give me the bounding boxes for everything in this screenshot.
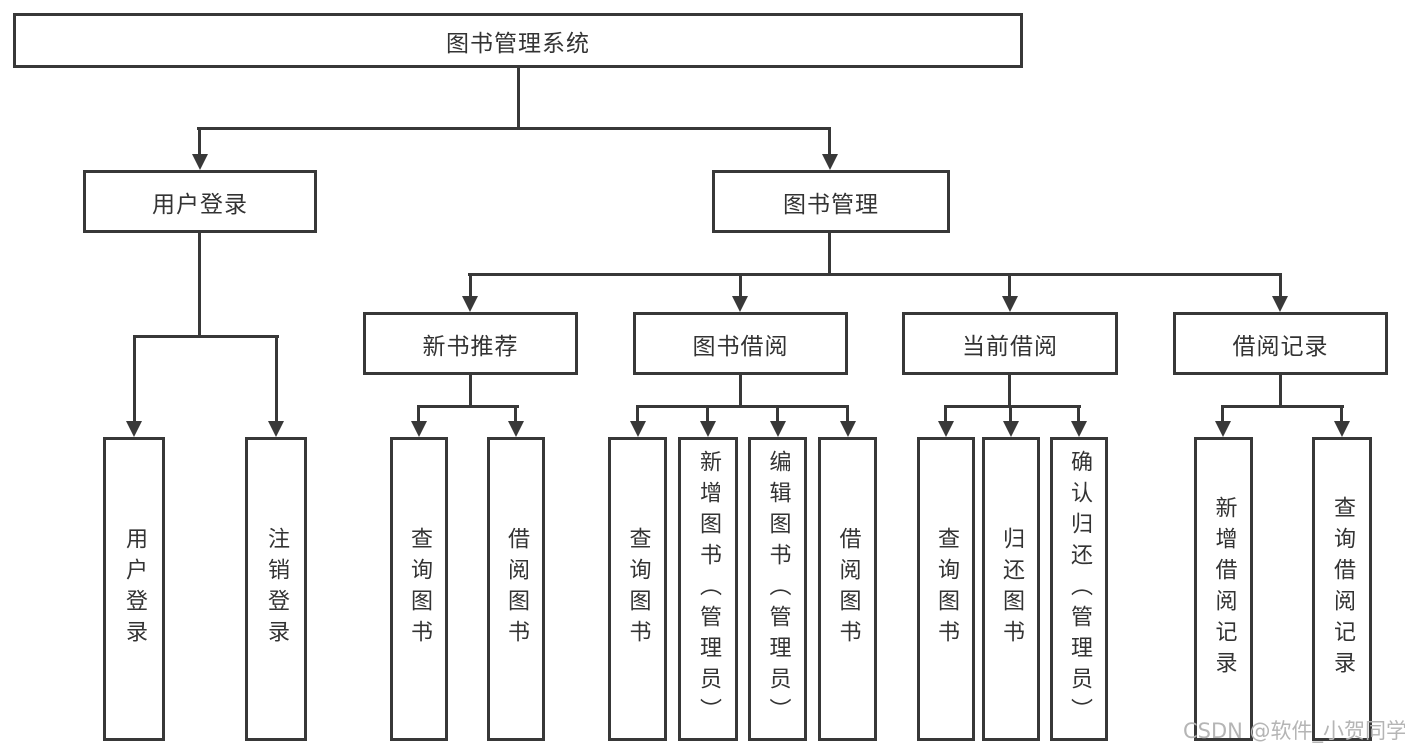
leaf-br-add-record: 新增借阅记录	[1194, 437, 1253, 741]
leaf-cb-query-books: 查询图书	[917, 437, 975, 741]
arrow-down-icon	[630, 421, 646, 437]
arrow-down-icon	[1215, 421, 1231, 437]
connector-line	[197, 127, 831, 130]
leaf-bb-query-books: 查询图书	[608, 437, 667, 741]
connector-line	[706, 405, 709, 421]
connector-line	[133, 335, 136, 421]
connector-line	[514, 405, 517, 421]
node-label: 归还图书	[999, 527, 1024, 651]
node-borrow-records: 借阅记录	[1173, 312, 1388, 375]
connector-line	[828, 127, 831, 154]
connector-line	[1340, 405, 1343, 421]
connector-line	[469, 375, 472, 405]
node-label: 查询图书	[934, 527, 959, 651]
arrow-down-icon	[1272, 296, 1288, 312]
watermark: CSDN @软件_小贺同学	[1183, 719, 1405, 743]
node-label: 确认归还（管理员）	[1067, 449, 1092, 729]
connector-line	[828, 233, 831, 273]
arrow-down-icon	[411, 421, 427, 437]
connector-line	[636, 405, 639, 421]
arrow-down-icon	[508, 421, 524, 437]
leaf-bb-edit-books-admin: 编辑图书（管理员）	[748, 437, 807, 741]
connector-line	[1009, 405, 1012, 421]
connector-line	[1222, 405, 1344, 408]
node-current-borrowing: 当前借阅	[902, 312, 1118, 375]
node-label: 编辑图书（管理员）	[765, 449, 791, 729]
leaf-br-query-record: 查询借阅记录	[1312, 437, 1372, 741]
arrow-down-icon	[1003, 421, 1019, 437]
connector-line	[945, 405, 1081, 408]
connector-line	[198, 233, 201, 335]
connector-line	[1008, 375, 1011, 405]
arrow-down-icon	[1334, 421, 1350, 437]
node-label: 查询图书	[625, 527, 651, 651]
node-label: 借阅图书	[835, 527, 861, 651]
leaf-user-login: 用户登录	[103, 437, 165, 741]
arrow-down-icon	[126, 421, 142, 437]
connector-line	[846, 405, 849, 421]
connector-line	[468, 273, 1282, 276]
connector-line	[776, 405, 779, 421]
connector-line	[198, 127, 201, 154]
node-label: 新增图书（管理员）	[696, 449, 721, 729]
leaf-cb-return-books: 归还图书	[982, 437, 1040, 741]
connector-line	[417, 405, 420, 421]
leaf-cb-confirm-return-admin: 确认归还（管理员）	[1050, 437, 1108, 741]
arrow-down-icon	[1002, 296, 1018, 312]
leaf-nb-borrow-books: 借阅图书	[487, 437, 545, 741]
leaf-nb-query-books: 查询图书	[390, 437, 448, 741]
connector-line	[1279, 375, 1282, 405]
node-label: 借阅图书	[504, 527, 529, 651]
arrow-down-icon	[268, 421, 284, 437]
node-new-book-recommend: 新书推荐	[363, 312, 578, 375]
node-label: 查询借阅记录	[1330, 496, 1355, 682]
node-book-management: 图书管理	[712, 170, 950, 233]
connector-line	[739, 273, 742, 296]
connector-line	[418, 405, 519, 408]
node-user-login: 用户登录	[83, 170, 317, 233]
arrow-down-icon	[462, 296, 478, 312]
node-label: 注销登录	[264, 527, 289, 651]
leaf-bb-add-books-admin: 新增图书（管理员）	[678, 437, 738, 741]
arrow-down-icon	[192, 154, 208, 170]
connector-line	[1077, 405, 1080, 421]
node-label: 用户登录	[122, 527, 147, 651]
connector-line	[275, 335, 278, 421]
leaf-bb-borrow-books: 借阅图书	[818, 437, 877, 741]
connector-line	[944, 405, 947, 421]
node-label: 查询图书	[407, 527, 432, 651]
arrow-down-icon	[732, 296, 748, 312]
arrow-down-icon	[938, 421, 954, 437]
connector-line	[1221, 405, 1224, 421]
connector-line	[133, 335, 279, 338]
leaf-logout: 注销登录	[245, 437, 307, 741]
connector-line	[739, 375, 742, 405]
connector-line	[1008, 273, 1011, 296]
node-label: 新增借阅记录	[1211, 496, 1237, 682]
connector-line	[517, 68, 520, 127]
arrow-down-icon	[700, 421, 716, 437]
node-root: 图书管理系统	[13, 13, 1023, 68]
connector-line	[1279, 273, 1282, 296]
arrow-down-icon	[840, 421, 856, 437]
arrow-down-icon	[822, 154, 838, 170]
node-book-borrowing: 图书借阅	[633, 312, 848, 375]
connector-line	[636, 405, 849, 408]
arrow-down-icon	[770, 421, 786, 437]
connector-line	[469, 273, 472, 296]
arrow-down-icon	[1071, 421, 1087, 437]
